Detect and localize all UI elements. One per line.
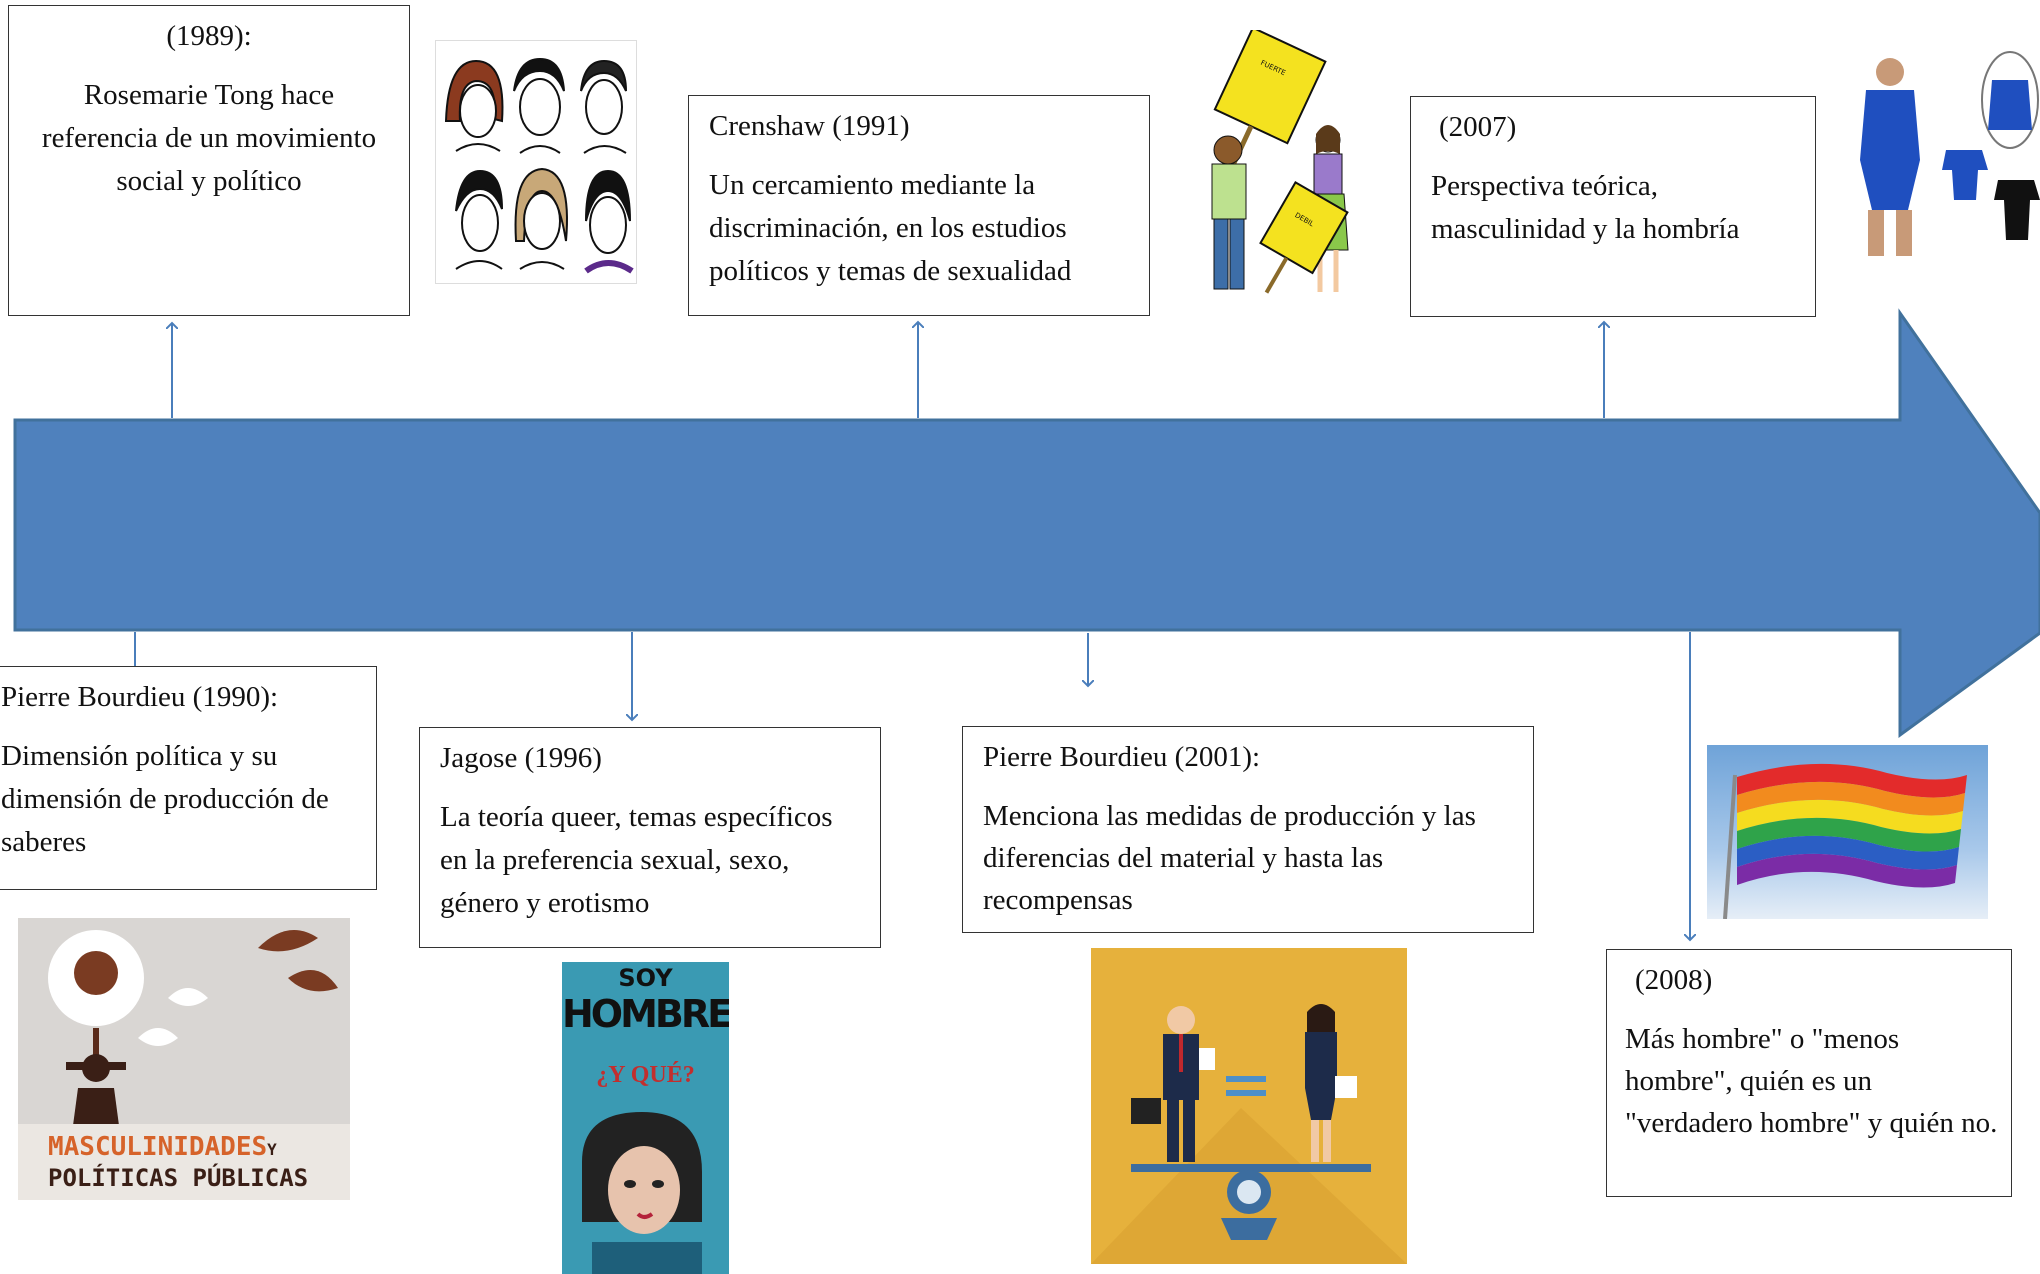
event-title: Jagose (1996): [440, 742, 602, 774]
event-title: (1989):: [166, 20, 252, 52]
event-title: (2008): [1635, 964, 1713, 996]
event-text: Perspectiva teórica, masculinidad y la h…: [1431, 170, 1740, 245]
event-title: Crenshaw (1991): [709, 110, 910, 142]
masculinidades-book-cover: MASCULINIDADESY POLÍTICAS PÚBLICAS: [18, 918, 350, 1200]
event-box-jagose: Jagose (1996) La teoría queer, temas esp…: [419, 727, 881, 948]
event-title: Pierre Bourdieu (1990):: [1, 681, 279, 713]
event-box-crenshaw: Crenshaw (1991) Un cercamiento mediante …: [688, 95, 1150, 316]
rainbow-flag-photo: [1707, 745, 1988, 919]
book-cover-line3: ¿Y QUÉ?: [596, 1062, 695, 1088]
event-title: Pierre Bourdieu (2001):: [983, 741, 1261, 773]
equality-illustration: [1091, 948, 1407, 1264]
protest-cartoon-illustration: FUERTE DEBIL: [1188, 30, 1368, 310]
timeline-arrow: [13, 308, 2040, 738]
event-box-tong: (1989): Rosemarie Tong hace referencia d…: [8, 5, 410, 316]
event-text: La teoría queer, temas específicos en la…: [440, 801, 833, 919]
event-box-2007: (2007) Perspectiva teórica, masculinidad…: [1410, 96, 1816, 317]
event-box-bourdieu1990: Pierre Bourdieu (1990): Dimensión políti…: [0, 666, 377, 890]
event-text: Un cercamiento mediante la discriminació…: [709, 169, 1072, 287]
faces-illustration: [435, 40, 637, 284]
masculinidades-subtitle: POLÍTICAS PÚBLICAS: [48, 1164, 309, 1192]
book-cover-line2: HOMBRE: [562, 992, 729, 1036]
blue-bodysuit-photo: [1838, 50, 2040, 260]
event-text: Rosemarie Tong hace referencia de un mov…: [41, 79, 377, 197]
event-text: Más hombre" o "menos hombre", quién es u…: [1625, 1023, 1998, 1139]
event-text: Menciona las medidas de producción y las…: [983, 800, 1476, 916]
event-box-bourdieu2001: Pierre Bourdieu (2001): Menciona las med…: [962, 726, 1534, 933]
event-title: (2007): [1439, 111, 1517, 143]
event-text: Dimensión política y su dimensión de pro…: [1, 740, 329, 858]
soy-hombre-book-cover: SOY HOMBRE ¿Y QUÉ?: [562, 962, 729, 1274]
event-box-2008: (2008) Más hombre" o "menos hombre", qui…: [1606, 949, 2012, 1197]
book-cover-line1: SOY: [618, 964, 673, 992]
masculinidades-title: MASCULINIDADESY: [48, 1132, 277, 1162]
